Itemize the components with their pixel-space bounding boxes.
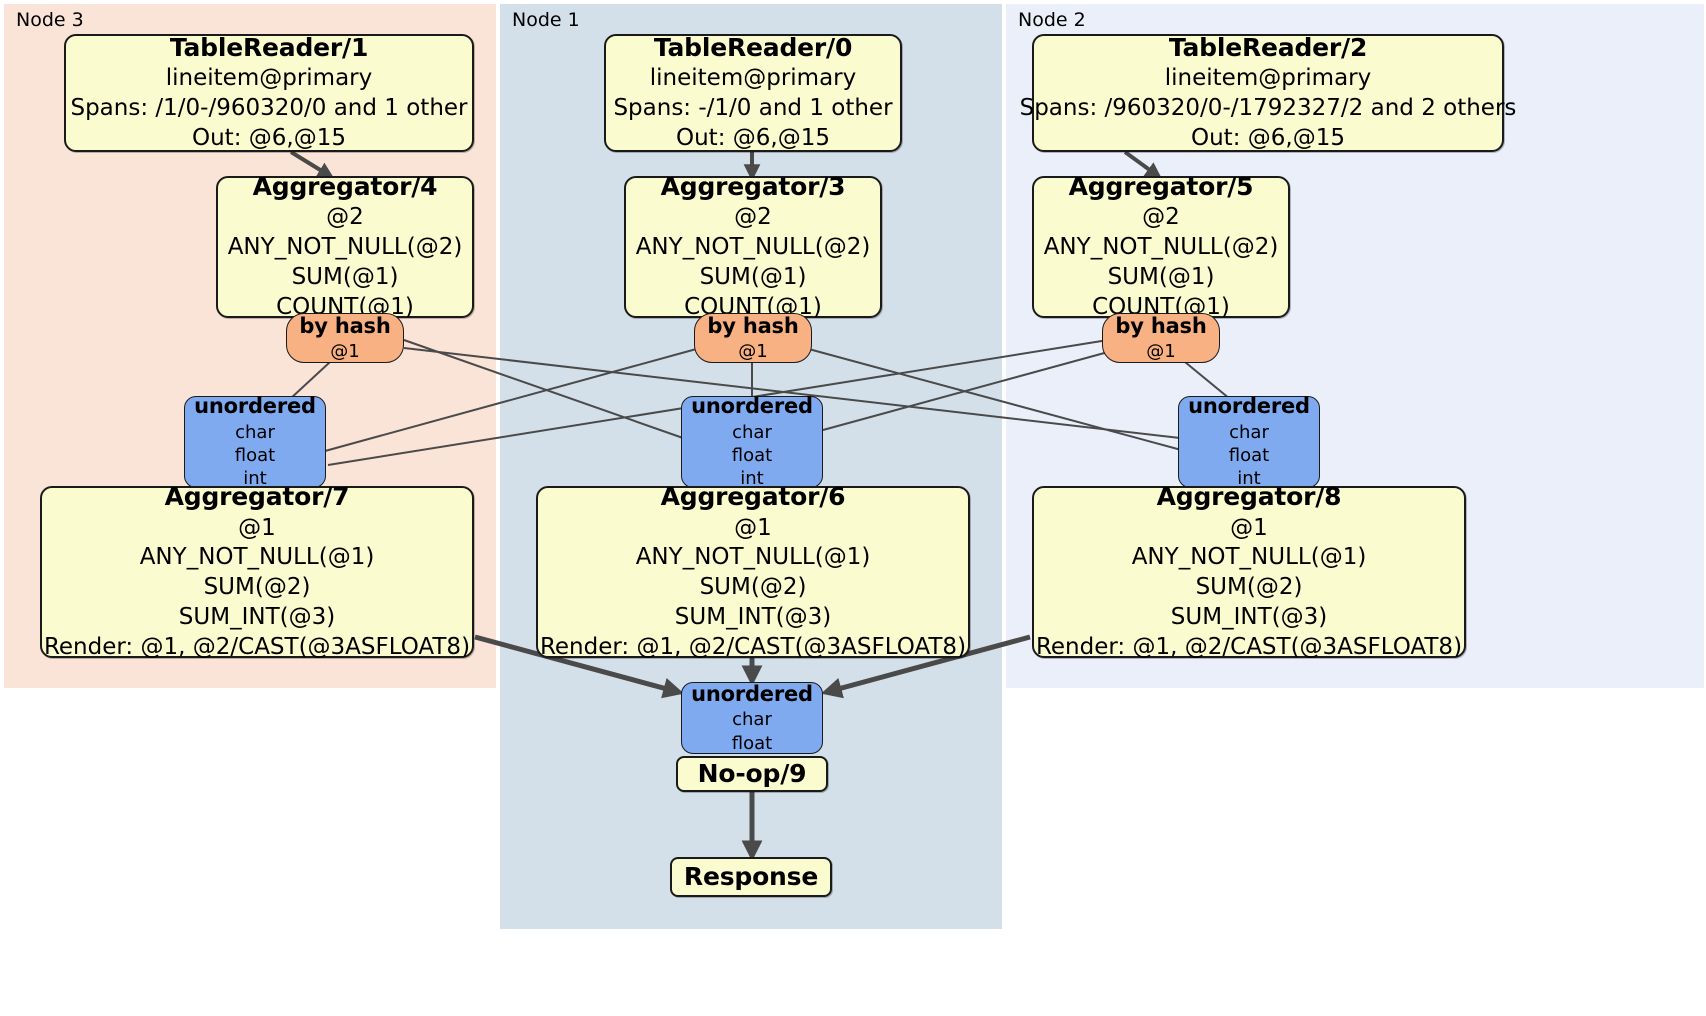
aggregator-3-line-1: ANY_NOT_NULL(@2) (635, 234, 871, 261)
aggregator-7-line-1: ANY_NOT_NULL(@1) (139, 544, 375, 571)
aggregator-6-line-1: ANY_NOT_NULL(@1) (635, 544, 871, 571)
aggregator-4[interactable]: Aggregator/4 @2 ANY_NOT_NULL(@2) SUM(@1)… (216, 172, 474, 320)
aggregator-5-line-2: SUM(@1) (1107, 264, 1215, 291)
aggregator-6-title: Aggregator/6 (660, 482, 846, 512)
table-reader-node1-line-0: lineitem@primary (649, 65, 857, 92)
aggregator-4-line-0: @2 (326, 204, 364, 231)
router-in-node1-title: unordered (691, 394, 813, 419)
router-out-by-hash-node1[interactable]: by hash @1 (694, 313, 812, 363)
router-in-node3-line-0: char (235, 421, 275, 443)
router-in-unordered-node1[interactable]: unordered char float int (681, 394, 823, 490)
cluster-node1-label: Node 1 (512, 9, 580, 31)
aggregator-8-line-3: SUM_INT(@3) (1170, 604, 1328, 631)
router-in-node1-line-0: char (732, 421, 772, 443)
router-in-node1-line-2: int (740, 468, 764, 490)
response-title: Response (683, 861, 819, 891)
table-reader-node2-line-1: Spans: /960320/0-/1792327/2 and 2 others (1019, 95, 1517, 122)
aggregator-7-line-0: @1 (238, 514, 276, 541)
router-out-node1-line-0: @1 (738, 340, 768, 362)
router-in-final-title: unordered (691, 681, 813, 706)
router-out-by-hash-node3[interactable]: by hash @1 (286, 313, 404, 363)
table-reader-node2[interactable]: TableReader/2 lineitem@primary Spans: /9… (1020, 32, 1516, 152)
cluster-node3-label: Node 3 (16, 9, 84, 31)
aggregator-8[interactable]: Aggregator/8 @1 ANY_NOT_NULL(@1) SUM(@2)… (1032, 482, 1466, 660)
router-in-final-line-1: float (731, 732, 773, 754)
aggregator-7[interactable]: Aggregator/7 @1 ANY_NOT_NULL(@1) SUM(@2)… (40, 482, 474, 660)
table-reader-node3[interactable]: TableReader/1 lineitem@primary Spans: /1… (64, 32, 474, 152)
table-reader-node2-line-2: Out: @6,@15 (1191, 125, 1345, 152)
table-reader-node2-title: TableReader/2 (1168, 32, 1368, 62)
aggregator-5-title: Aggregator/5 (1068, 171, 1254, 201)
table-reader-node1-line-1: Spans: -/1/0 and 1 other (613, 95, 893, 122)
aggregator-3-line-0: @2 (734, 204, 772, 231)
router-in-unordered-node2[interactable]: unordered char float int (1178, 394, 1320, 490)
table-reader-node2-line-0: lineitem@primary (1164, 65, 1372, 92)
table-reader-node3-line-0: lineitem@primary (165, 65, 373, 92)
router-out-node1-title: by hash (707, 313, 799, 338)
aggregator-3[interactable]: Aggregator/3 @2 ANY_NOT_NULL(@2) SUM(@1)… (624, 172, 882, 320)
aggregator-7-line-4: Render: @1, @2/CAST(@3ASFLOAT8) (43, 634, 471, 661)
aggregator-4-line-2: SUM(@1) (291, 264, 399, 291)
router-in-node2-line-2: int (1237, 468, 1261, 490)
router-out-node3-title: by hash (299, 313, 391, 338)
aggregator-3-line-2: SUM(@1) (699, 264, 807, 291)
router-in-node2-title: unordered (1188, 394, 1310, 419)
router-in-node3-line-2: int (243, 468, 267, 490)
router-in-unordered-final[interactable]: unordered char float (681, 682, 823, 754)
router-in-node3-line-1: float (234, 444, 276, 466)
router-out-node3-line-0: @1 (330, 340, 360, 362)
router-in-final-line-0: char (732, 709, 772, 731)
aggregator-6[interactable]: Aggregator/6 @1 ANY_NOT_NULL(@1) SUM(@2)… (536, 482, 970, 660)
aggregator-3-title: Aggregator/3 (660, 171, 846, 201)
router-out-by-hash-node2[interactable]: by hash @1 (1102, 313, 1220, 363)
router-in-node1-line-1: float (731, 444, 773, 466)
aggregator-6-line-4: Render: @1, @2/CAST(@3ASFLOAT8) (539, 634, 967, 661)
table-reader-node1[interactable]: TableReader/0 lineitem@primary Spans: -/… (604, 32, 902, 152)
router-in-node3-title: unordered (194, 394, 316, 419)
router-in-node2-line-0: char (1229, 421, 1269, 443)
table-reader-node3-line-1: Spans: /1/0-/960320/0 and 1 other (70, 95, 468, 122)
router-out-node2-line-0: @1 (1146, 340, 1176, 362)
aggregator-8-line-4: Render: @1, @2/CAST(@3ASFLOAT8) (1035, 634, 1463, 661)
aggregator-4-line-1: ANY_NOT_NULL(@2) (227, 234, 463, 261)
cluster-node2-label: Node 2 (1018, 9, 1086, 31)
aggregator-7-line-3: SUM_INT(@3) (178, 604, 336, 631)
aggregator-5[interactable]: Aggregator/5 @2 ANY_NOT_NULL(@2) SUM(@1)… (1032, 172, 1290, 320)
no-op-9-title: No-op/9 (697, 758, 807, 788)
aggregator-5-line-0: @2 (1142, 204, 1180, 231)
response-box[interactable]: Response (670, 857, 832, 897)
aggregator-6-line-2: SUM(@2) (699, 574, 807, 601)
aggregator-8-line-2: SUM(@2) (1195, 574, 1303, 601)
aggregator-7-title: Aggregator/7 (164, 482, 350, 512)
aggregator-6-line-3: SUM_INT(@3) (674, 604, 832, 631)
router-in-unordered-node3[interactable]: unordered char float int (184, 394, 326, 490)
router-in-node2-line-1: float (1228, 444, 1270, 466)
aggregator-7-line-2: SUM(@2) (203, 574, 311, 601)
aggregator-5-line-1: ANY_NOT_NULL(@2) (1043, 234, 1279, 261)
table-reader-node1-line-2: Out: @6,@15 (676, 125, 830, 152)
table-reader-node1-title: TableReader/0 (653, 32, 853, 62)
table-reader-node3-line-2: Out: @6,@15 (192, 125, 346, 152)
aggregator-6-line-0: @1 (734, 514, 772, 541)
router-out-node2-title: by hash (1115, 313, 1207, 338)
table-reader-node3-title: TableReader/1 (169, 32, 369, 62)
aggregator-8-line-0: @1 (1230, 514, 1268, 541)
aggregator-8-line-1: ANY_NOT_NULL(@1) (1131, 544, 1367, 571)
no-op-9[interactable]: No-op/9 (676, 756, 828, 792)
aggregator-8-title: Aggregator/8 (1156, 482, 1342, 512)
aggregator-4-title: Aggregator/4 (252, 171, 438, 201)
